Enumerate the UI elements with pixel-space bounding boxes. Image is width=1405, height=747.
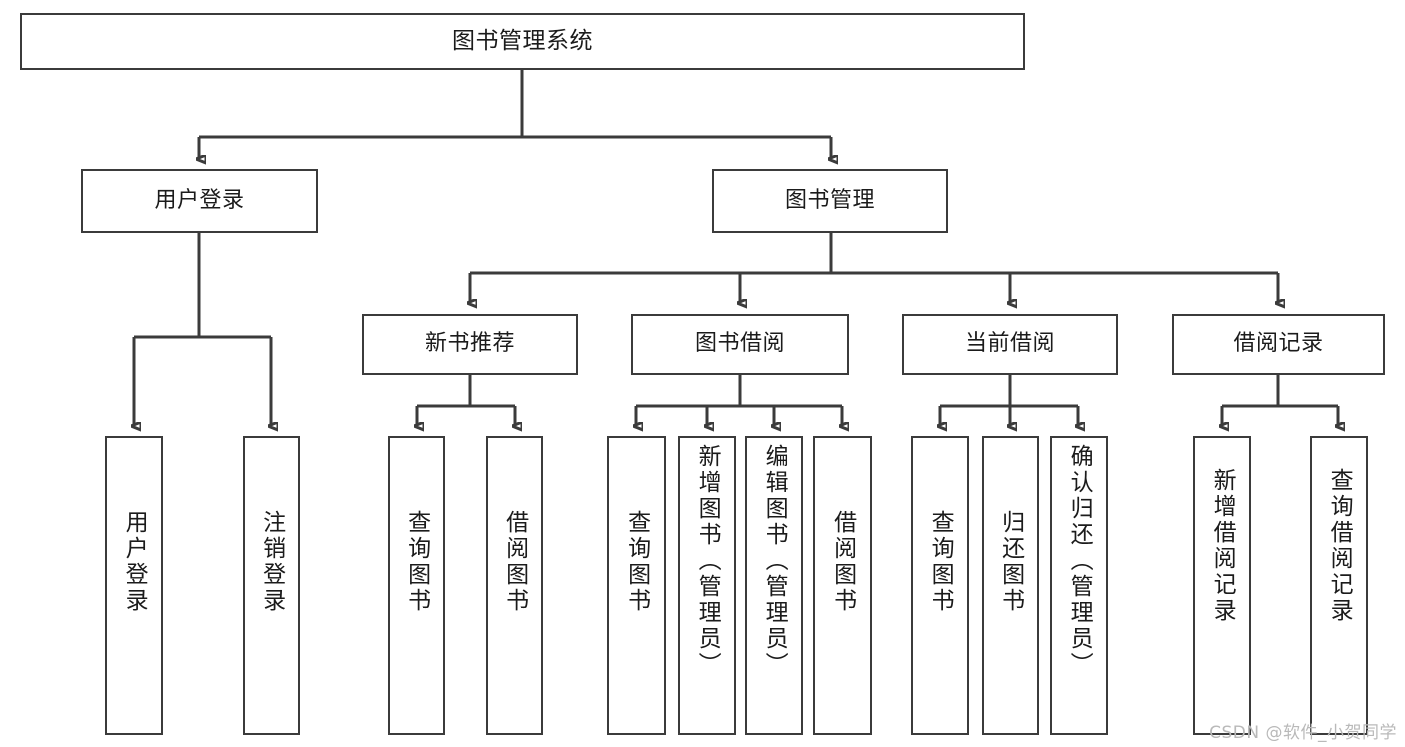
- node-leaf-borrow-book-2-label: 借阅图书: [829, 510, 856, 614]
- node-new-book-rec[interactable]: 新书推荐: [362, 314, 578, 375]
- node-leaf-add-book[interactable]: 新增图书（管理员）: [678, 436, 736, 735]
- node-leaf-add-book-label: 新增图书（管理员）: [694, 444, 721, 678]
- node-leaf-query-book-1[interactable]: 查询图书: [388, 436, 445, 735]
- node-book-manage-label: 图书管理: [784, 187, 875, 213]
- node-new-book-rec-label: 新书推荐: [424, 331, 515, 357]
- node-book-manage[interactable]: 图书管理: [712, 169, 948, 233]
- node-leaf-user-login-label: 用户登录: [121, 510, 148, 614]
- node-current-borrow[interactable]: 当前借阅: [902, 314, 1118, 375]
- csdn-watermark: CSDN @软件_小贺同学: [1209, 723, 1397, 743]
- node-leaf-return-book-label: 归还图书: [997, 510, 1024, 614]
- node-leaf-user-logout-label: 注销登录: [258, 510, 285, 614]
- node-leaf-edit-book-label: 编辑图书（管理员）: [761, 444, 788, 678]
- node-leaf-query-record-label: 查询借阅记录: [1326, 468, 1353, 624]
- node-leaf-query-book-3[interactable]: 查询图书: [911, 436, 969, 735]
- node-user-login-label: 用户登录: [154, 187, 245, 213]
- node-user-login[interactable]: 用户登录: [81, 169, 318, 233]
- node-borrow-record-label: 借阅记录: [1233, 331, 1324, 357]
- node-current-borrow-label: 当前借阅: [964, 331, 1055, 357]
- node-leaf-confirm-return[interactable]: 确认归还（管理员）: [1050, 436, 1108, 735]
- node-leaf-query-record[interactable]: 查询借阅记录: [1310, 436, 1368, 735]
- node-leaf-confirm-return-label: 确认归还（管理员）: [1066, 444, 1093, 678]
- node-book-borrow-label: 图书借阅: [694, 331, 785, 357]
- node-leaf-add-record[interactable]: 新增借阅记录: [1193, 436, 1251, 735]
- node-leaf-query-book-3-label: 查询图书: [927, 510, 954, 614]
- node-root[interactable]: 图书管理系统: [20, 13, 1025, 70]
- node-leaf-query-book-1-label: 查询图书: [403, 510, 430, 614]
- node-leaf-borrow-book-1-label: 借阅图书: [501, 510, 528, 614]
- node-leaf-return-book[interactable]: 归还图书: [982, 436, 1039, 735]
- node-leaf-add-record-label: 新增借阅记录: [1209, 468, 1236, 624]
- node-root-label: 图书管理系统: [452, 27, 593, 54]
- node-leaf-query-book-2[interactable]: 查询图书: [607, 436, 666, 735]
- node-borrow-record[interactable]: 借阅记录: [1172, 314, 1385, 375]
- node-leaf-query-book-2-label: 查询图书: [623, 510, 650, 614]
- node-leaf-borrow-book-2[interactable]: 借阅图书: [813, 436, 872, 735]
- node-leaf-borrow-book-1[interactable]: 借阅图书: [486, 436, 543, 735]
- node-leaf-user-login[interactable]: 用户登录: [105, 436, 163, 735]
- node-leaf-user-logout[interactable]: 注销登录: [243, 436, 300, 735]
- node-book-borrow[interactable]: 图书借阅: [631, 314, 849, 375]
- node-leaf-edit-book[interactable]: 编辑图书（管理员）: [745, 436, 803, 735]
